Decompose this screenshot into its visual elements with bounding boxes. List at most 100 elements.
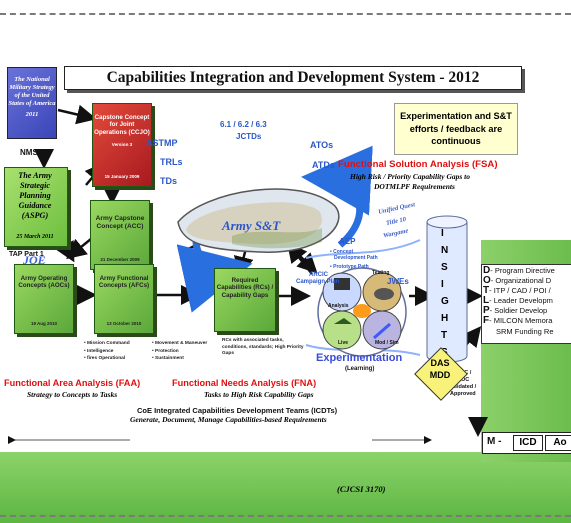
insights-letter-t: T bbox=[441, 330, 448, 341]
dotmlpf-srm-text: SRM Funding Re bbox=[496, 327, 554, 336]
experimentation-feedback-box: Experimentation and S&T efforts / feedba… bbox=[394, 103, 518, 155]
experimentation-sub: (Learning) bbox=[345, 366, 375, 372]
bullet-sustainment: • Sustainment bbox=[152, 356, 184, 361]
afc-text: Army Functional Concepts (AFCs) bbox=[98, 275, 150, 290]
bullet-fires: • fires Operational bbox=[84, 356, 126, 361]
afc-bullets-col2: • Movement & Maneuver • Protection • Sus… bbox=[152, 340, 207, 363]
dotmlpf-t-letter: T bbox=[483, 285, 490, 296]
experimentation-quad bbox=[317, 267, 407, 357]
ccjo-text: Capstone Concept for Joint Operations (C… bbox=[94, 114, 150, 136]
aoc-text: Army Operating Concepts (AOCs) bbox=[18, 275, 70, 290]
aep-b2: • Prototype Path bbox=[330, 264, 369, 270]
ccjo-document: Capstone Concept for Joint Operations (C… bbox=[92, 103, 152, 187]
milestone-prefix: M - bbox=[487, 436, 502, 447]
quad-modsim: Mod / Sim bbox=[375, 340, 399, 346]
icdt-line2: Generate, Document, Manage Capabilities-… bbox=[130, 415, 327, 424]
faa-title: Functional Area Analysis (FAA) bbox=[4, 378, 141, 388]
aoc-document: Army Operating Concepts (AOCs) 19 Aug 20… bbox=[14, 264, 74, 334]
insights-letter-s: S bbox=[441, 262, 448, 273]
dotmlpf-t-text: - ITP / CAD / POI / bbox=[489, 286, 551, 295]
insights-letter-i: I bbox=[441, 228, 444, 239]
nms-text: The National Military Strategy of the Un… bbox=[8, 76, 56, 107]
dotmlpf-srm: SRM Funding Re bbox=[496, 327, 554, 336]
aep-title: AEP bbox=[339, 237, 356, 246]
das-label: DAS bbox=[430, 358, 450, 368]
tap-label: TAP Part 1 bbox=[9, 251, 44, 258]
aep-b1b: Development Path bbox=[334, 255, 378, 261]
dotmlpf-l-letter: L bbox=[483, 295, 490, 306]
aspg-date: 25 March 2011 bbox=[16, 234, 54, 240]
army-st-label: Army S&T bbox=[222, 218, 281, 233]
insights-letter-g: G bbox=[441, 296, 449, 307]
aoc-date: 19 Aug 2010 bbox=[30, 320, 58, 326]
insights-column: I N S I G H T S bbox=[419, 210, 473, 370]
aspg-text: The Army Strategic Planning Guidance (AS… bbox=[18, 171, 52, 220]
aep-b1: • Concept bbox=[330, 249, 354, 255]
milestone-box: M - ICD Ao bbox=[482, 432, 571, 454]
dotmlpf-l: L- Leader Developm bbox=[483, 295, 553, 306]
bullet-movement: • Movement & Maneuver bbox=[152, 341, 208, 346]
nms-label: NMS bbox=[20, 148, 38, 157]
rc-text: Required Capabilities (RCs) / Capability… bbox=[216, 277, 274, 299]
dotmlpf-f: F- MILCON Memora bbox=[483, 315, 552, 326]
aroc-line4: Approved bbox=[450, 391, 476, 397]
afc-date: 13 October 2010 bbox=[106, 320, 142, 326]
arcic-label-1: ARCIC bbox=[309, 272, 328, 278]
dotmlpf-t: T- ITP / CAD / POI / bbox=[483, 285, 551, 296]
nms-document: The National Military Strategy of the Un… bbox=[7, 67, 57, 139]
aroc-line3: Validated / bbox=[449, 384, 477, 390]
dotmlpf-o: O- Organizational D bbox=[483, 275, 551, 286]
fsa-sub1: High Risk / Priority Capability Gaps to bbox=[350, 172, 471, 181]
bullet-protection: • Protection bbox=[152, 348, 179, 354]
insights-letter-n: N bbox=[441, 245, 449, 256]
acc-date: 21 December 2009 bbox=[100, 256, 140, 262]
ccjo-date: 15 January 2009 bbox=[104, 173, 140, 179]
faa-sub: Strategy to Concepts to Tasks bbox=[27, 390, 118, 399]
dotmlpf-f-text: - MILCON Memora bbox=[489, 316, 553, 325]
tds-label: TDs bbox=[160, 176, 178, 186]
das-mdd-label: DAS MDD bbox=[411, 357, 469, 381]
mdd-label: MDD bbox=[429, 370, 451, 380]
bottom-green-band bbox=[0, 452, 571, 523]
dotmlpf-d-letter: D bbox=[483, 265, 491, 276]
cjcsi-label: (CJCSI 3170) bbox=[337, 484, 386, 494]
dotmlpf-d-text: - Program Directive bbox=[490, 266, 555, 275]
insights-letter-i2: I bbox=[441, 279, 444, 290]
ao-chip: Ao bbox=[545, 435, 571, 451]
acc-document: Army Capstone Concept (ACC) 21 December … bbox=[90, 200, 150, 270]
atos-label: ATOs bbox=[310, 140, 334, 150]
aspg-document bbox=[4, 167, 68, 247]
dotmlpf-o-letter: O bbox=[483, 275, 491, 286]
dotmlpf-f-letter: F bbox=[483, 315, 490, 326]
fna-title: Functional Needs Analysis (FNA) bbox=[172, 378, 317, 388]
fna-sub: Tasks to High Risk Capability Gaps bbox=[204, 390, 314, 399]
afc-document: Army Functional Concepts (AFCs) 13 Octob… bbox=[94, 264, 154, 334]
jwes-label: JWEs bbox=[387, 277, 409, 286]
top-dashed-border bbox=[0, 13, 571, 15]
jctds-label: JCTDs bbox=[236, 132, 262, 141]
dotmlpf-p-text: - Soldier Develop bbox=[489, 306, 548, 315]
nms-year: 2011 bbox=[25, 111, 39, 118]
dotmlpf-p-letter: P bbox=[483, 305, 490, 316]
arcic-label-2: Campaign Plan bbox=[296, 279, 340, 285]
dotmlpf-p: P- Soldier Develop bbox=[483, 305, 547, 316]
quad-testing: Testing bbox=[372, 270, 390, 276]
codes-label: 6.1 / 6.2 / 6.3 bbox=[220, 120, 267, 129]
icd-chip: ICD bbox=[513, 435, 543, 451]
dotmlpf-o-text: - Organizational D bbox=[490, 276, 552, 285]
dotmlpf-d: D- Program Directive bbox=[483, 265, 555, 276]
icdt-line1: CoE Integrated Capabilities Development … bbox=[137, 406, 338, 415]
trls-label: TRLs bbox=[160, 157, 183, 167]
fsa-sub2: DOTMLPF Requirements bbox=[374, 182, 455, 191]
afc-bullets-col1: • Mission Command • Intelligence • fires… bbox=[84, 340, 130, 363]
bullet-intelligence: • Intelligence bbox=[84, 348, 114, 354]
atds-label: ATDs bbox=[312, 160, 335, 170]
joe-label: JOE bbox=[23, 253, 46, 267]
experimentation-title: Experimentation bbox=[316, 352, 403, 364]
quad-analysis: Analysis bbox=[328, 303, 349, 309]
dotmlpf-box bbox=[481, 264, 571, 344]
rc-note: RCs with associated tasks, conditions, s… bbox=[222, 338, 304, 356]
acc-text: Army Capstone Concept (ACC) bbox=[95, 215, 145, 230]
bottom-dashed-border bbox=[0, 515, 571, 517]
ccjo-version: Version 3 bbox=[111, 142, 133, 148]
